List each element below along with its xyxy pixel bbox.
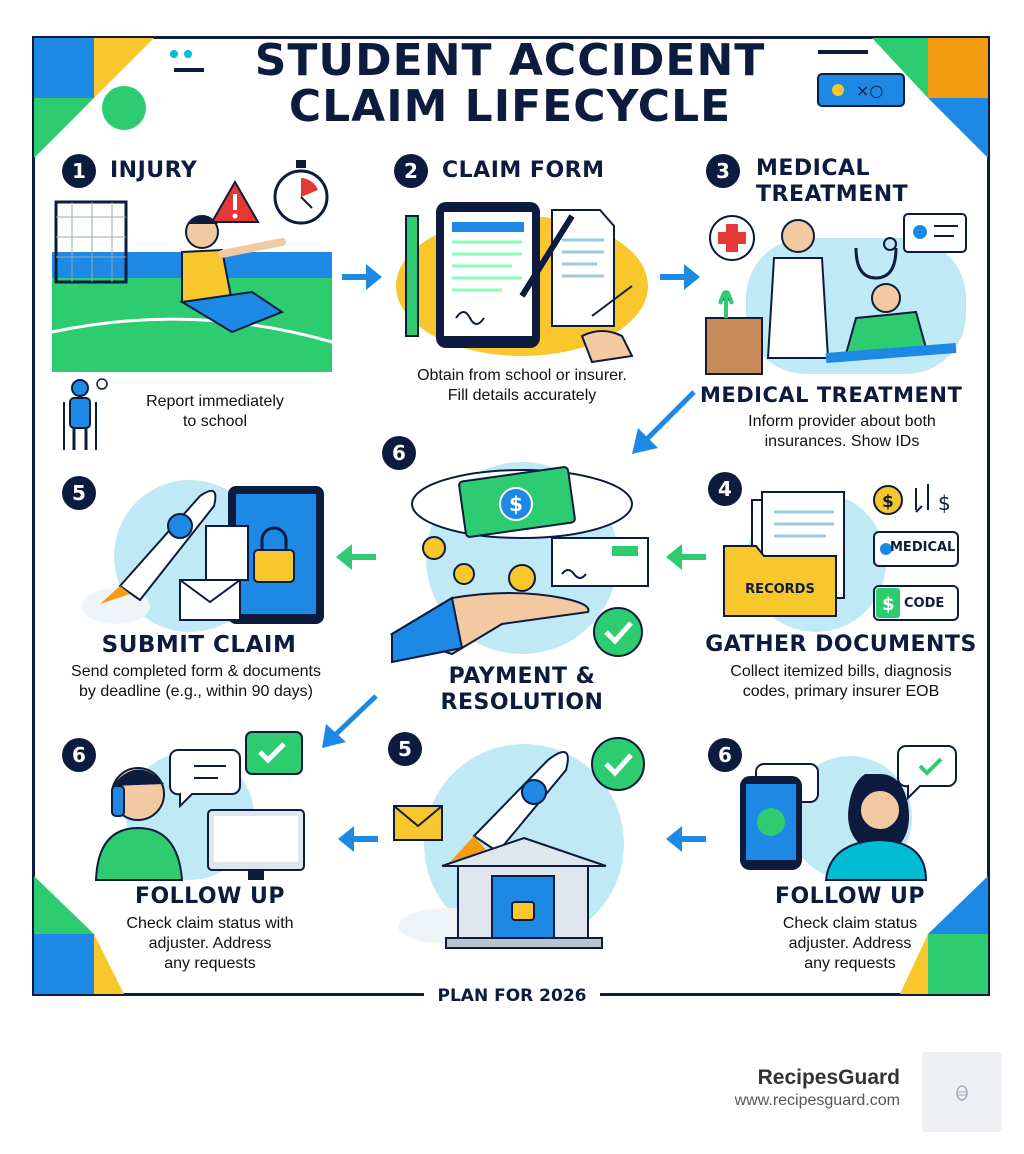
page-title: STUDENT ACCIDENT CLAIM LIFECYCLE — [254, 35, 766, 132]
brand-name: RecipesGuard — [757, 1066, 900, 1089]
submit-bank-illustration — [393, 737, 645, 949]
medical-treatment-illustration — [705, 213, 967, 375]
step-6-followup-right-badge: 6 — [708, 738, 742, 772]
step-3-badge: 3 — [706, 154, 740, 188]
claim-form-illustration — [396, 202, 648, 364]
svg-text:×○: ×○ — [856, 81, 883, 100]
arrow-right-1 — [342, 264, 382, 290]
brand-logo-placeholder — [922, 1052, 1002, 1132]
arrow-left-2 — [666, 544, 706, 570]
step-5-badge: 5 — [62, 476, 96, 510]
step-6-payment-badge: 6 — [382, 436, 416, 470]
step-3-subheading: MEDICAL TREATMENT — [700, 383, 963, 407]
step-1-heading: INJURY — [110, 158, 198, 183]
brand-url[interactable]: www.recipesguard.com — [734, 1092, 900, 1109]
step-2-badge: 2 — [394, 154, 428, 188]
step-5-heading: SUBMIT CLAIM — [101, 632, 297, 658]
svg-text:$: $ — [938, 491, 951, 515]
follow-up-right-illustration — [740, 745, 957, 881]
brand-block[interactable]: RecipesGuard www.recipesguard.com — [680, 1066, 900, 1110]
stopwatch-icon — [273, 160, 329, 225]
svg-text:$: $ — [882, 594, 895, 615]
records-folder-label: RECORDS — [745, 582, 815, 597]
gather-documents-illustration: $ $ $ — [723, 484, 959, 632]
step-4-badge: 4 — [708, 472, 742, 506]
payment-illustration: $ — [389, 462, 649, 664]
arrow-left-4 — [666, 826, 706, 852]
step-6-followup-left-heading: FOLLOW UP — [134, 884, 286, 909]
step-1-badge: 1 — [62, 154, 96, 188]
submit-claim-illustration — [82, 480, 324, 632]
footer-label: PLAN FOR 2026 — [0, 986, 1024, 1006]
corner-decoration-bottom-right — [900, 876, 988, 994]
tag-medical: MEDICAL — [890, 540, 956, 555]
svg-text:$: $ — [509, 492, 523, 516]
corner-decoration-bottom-left — [34, 876, 124, 994]
step-2-heading: CLAIM FORM — [442, 158, 605, 183]
corner-decoration-top-left — [34, 38, 204, 158]
bee-icon — [956, 1085, 968, 1101]
crutches-person-icon — [63, 378, 108, 450]
tag-code: CODE — [904, 596, 945, 611]
step-6-payment-heading: PAYMENT &RESOLUTION — [440, 664, 604, 715]
follow-up-left-illustration — [94, 731, 305, 881]
injury-soccer-illustration — [51, 200, 333, 372]
corner-decoration-top-right: ×○ — [817, 38, 988, 158]
step-6-followup-left-badge: 6 — [62, 738, 96, 772]
arrow-left-1 — [336, 544, 376, 570]
svg-text:$: $ — [882, 492, 894, 512]
arrow-right-2 — [660, 264, 700, 290]
warning-icon — [210, 179, 260, 223]
step-4-heading: GATHER DOCUMENTS — [705, 632, 977, 657]
step-2-description: Obtain from school or insurer.Fill detai… — [417, 367, 627, 404]
arrow-diagonal-down-left — [632, 390, 696, 454]
arrow-diagonal-down-left-2 — [322, 694, 378, 748]
arrow-left-3 — [338, 826, 378, 852]
step-5-bottom-badge: 5 — [388, 732, 422, 766]
step-6-followup-right-heading: FOLLOW UP — [774, 884, 926, 909]
